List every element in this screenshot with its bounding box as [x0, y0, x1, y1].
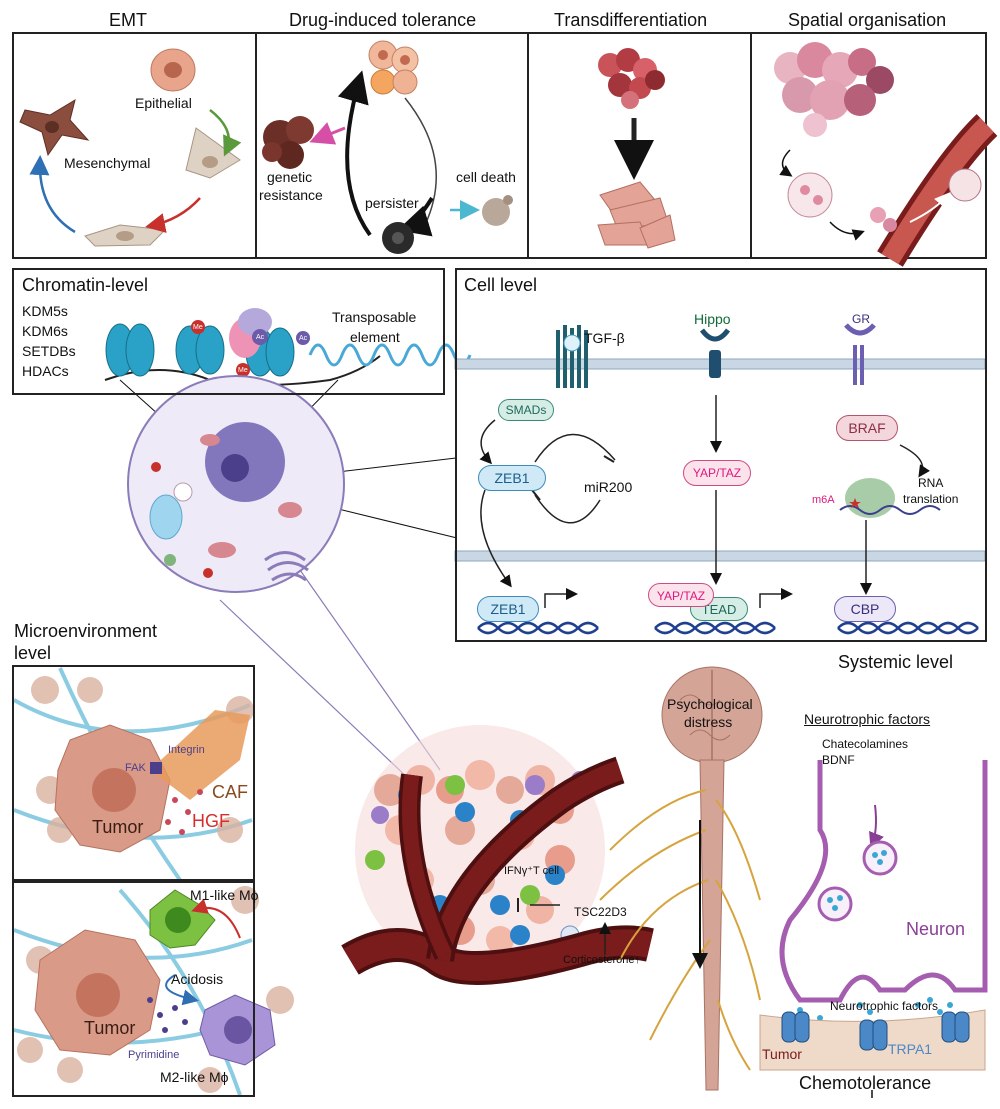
me-mark-2: Me [238, 367, 248, 374]
ac-mark-2: Ac [299, 335, 308, 342]
label-corticosterone: Corticosterone↑ [563, 954, 641, 966]
label-gr: GR [852, 312, 870, 326]
label-translation: translation [903, 492, 959, 506]
label-persister: persister [365, 195, 419, 211]
label-cell-death: cell death [456, 169, 516, 185]
title-systemic: Systemic level [838, 652, 954, 672]
smads-node: SMADs [498, 399, 554, 421]
title-chromatin: Chromatin-level [22, 275, 149, 295]
label-mesenchymal: Mesenchymal [64, 155, 151, 171]
label-tumor-systemic: Tumor [762, 1046, 802, 1062]
enzyme-hdacs: HDACs [22, 363, 69, 379]
yaptaz-nuclear-node: YAP/TAZ [648, 583, 714, 607]
ac-mark: Ac [256, 334, 265, 341]
title-spatial: Spatial organisation [788, 10, 947, 30]
enzyme-kdm5s: KDM5s [22, 303, 68, 319]
label-rna: RNA [918, 476, 944, 490]
title-micro-line1: Microenvironment [14, 621, 158, 641]
emt-epithelial-cell [150, 48, 196, 92]
me-mark: Me [193, 324, 203, 331]
micro-panel-bottom [12, 881, 255, 1097]
title-transdifferentiation: Transdifferentiation [554, 10, 708, 30]
label-chatecolamines: Chatecolamines [822, 737, 909, 751]
label-fak: FAK [125, 762, 146, 774]
braf-node: BRAF [836, 415, 898, 441]
label-ifn-tcell: IFNγ⁺T cell [504, 865, 560, 877]
label-acidosis: Acidosis [171, 971, 224, 987]
label-hgf: HGF [192, 811, 230, 831]
label-psych1: Psychological [667, 696, 753, 712]
label-m2: M2-like Mϕ [160, 1069, 229, 1085]
label-chemotolerance: Chemotolerance [799, 1073, 932, 1093]
micro-panel-top [12, 665, 255, 881]
label-bdnf: BDNF [822, 753, 855, 767]
title-drug-tolerance: Drug-induced tolerance [289, 10, 477, 30]
title-cell-level: Cell level [464, 275, 538, 295]
label-mir200: miR200 [584, 479, 633, 495]
label-m1: M1-like Mϕ [190, 887, 259, 903]
label-element: element [350, 329, 400, 345]
label-neurotrophic-title: Neurotrophic factors [804, 711, 931, 727]
label-integrin: Integrin [168, 744, 205, 756]
enzyme-kdm6s: KDM6s [22, 323, 68, 339]
chromatin-panel [12, 268, 445, 395]
label-hippo: Hippo [694, 311, 731, 327]
yaptaz-node: YAP/TAZ [683, 460, 751, 486]
label-resistance: resistance [259, 187, 323, 203]
label-transposable: Transposable [332, 309, 417, 325]
title-emt: EMT [109, 10, 147, 30]
label-tumor-top: Tumor [92, 817, 144, 837]
label-pyrimidine: Pyrimidine [128, 1049, 180, 1061]
label-tsc22d3: TSC22D3 [574, 905, 627, 919]
label-epithelial: Epithelial [135, 95, 192, 111]
label-genetic: genetic [267, 169, 313, 185]
zeb1-node: ZEB1 [478, 465, 546, 491]
enzyme-setdbs: SETDBs [22, 343, 76, 359]
label-caf: CAF [212, 782, 248, 802]
label-m6a: m6A [812, 494, 835, 506]
title-micro-line2: level [14, 643, 52, 663]
label-trpa1: TRPA1 [888, 1041, 933, 1057]
label-neurotrophic-release: Neurotrophic factors [830, 999, 939, 1013]
label-neuron: Neuron [906, 919, 966, 939]
genetic-resistance-cluster [262, 116, 314, 169]
label-psych2: distress [684, 714, 733, 730]
tead-node: TEAD [690, 597, 748, 621]
cbp-node: CBP [834, 596, 896, 622]
cell-level-panel [455, 268, 987, 642]
label-tgfb: TGF-β [584, 330, 625, 346]
label-tumor-bottom: Tumor [84, 1018, 136, 1038]
zeb1-nuclear-node: ZEB1 [477, 596, 539, 622]
